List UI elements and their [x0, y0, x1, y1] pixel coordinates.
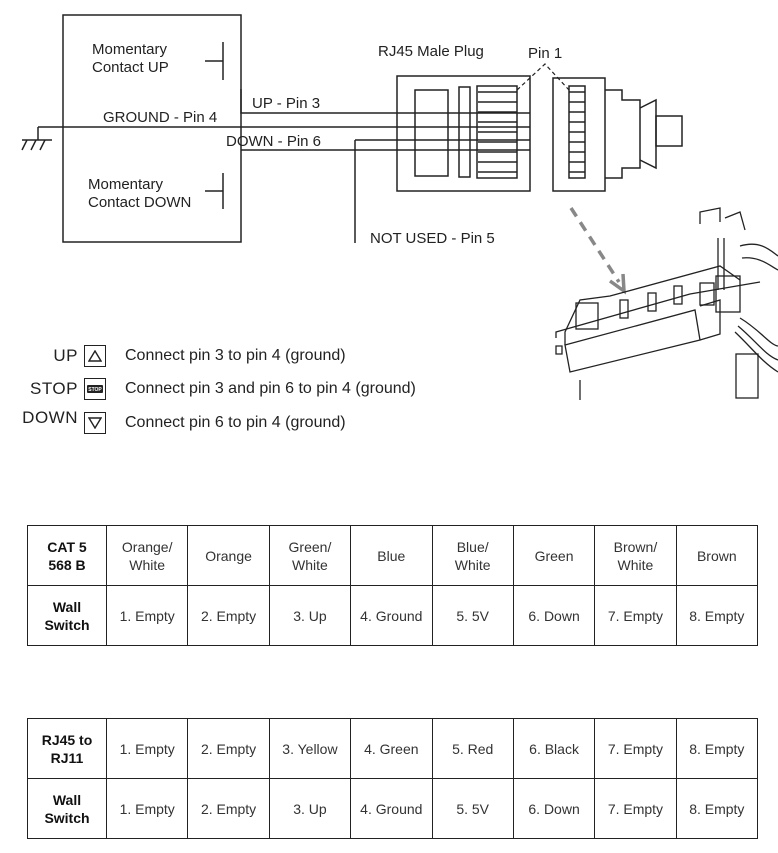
- table-cell: 7. Empty: [594, 718, 677, 779]
- table-cell: 1. Empty: [105, 585, 189, 646]
- table-cell: Orange: [187, 525, 270, 586]
- table-cell: 5. 5V: [431, 778, 514, 839]
- table-cell: Blue: [350, 525, 433, 586]
- table-cell: 4. Ground: [350, 585, 433, 646]
- plug-label: RJ45 Male Plug: [378, 43, 484, 60]
- table-cell: Blue/White: [431, 525, 514, 586]
- table-cell: 5. 5V: [431, 585, 514, 646]
- up-wire: [240, 89, 530, 114]
- table-cell: 7. Empty: [594, 585, 677, 646]
- rj45-plug-front: [396, 75, 531, 192]
- table-cell: 8. Empty: [675, 718, 759, 779]
- switch-enclosure: [62, 14, 242, 243]
- table-cell: 7. Empty: [594, 778, 677, 839]
- ground-symbol: [21, 127, 52, 151]
- rj45-plug-side: [552, 77, 683, 192]
- stop-icon: STOP: [84, 378, 106, 400]
- svg-text:Contact DOWN: Contact DOWN: [88, 194, 191, 211]
- svg-text:Contact UP: Contact UP: [92, 59, 169, 76]
- table-cell: 3. Up: [268, 585, 352, 646]
- up-triangle-icon: [84, 345, 106, 367]
- table-cell: 8. Empty: [675, 585, 759, 646]
- table-cell: Green: [512, 525, 596, 586]
- legend-up-text: Connect pin 3 to pin 4 (ground): [125, 347, 346, 364]
- wiring-diagram: Momentary Contact UP Momentary Contact D…: [21, 14, 778, 400]
- table-cell: Green/White: [268, 525, 352, 586]
- table-cell: 2. Empty: [187, 718, 270, 779]
- not-used-wire-label: NOT USED - Pin 5: [370, 230, 495, 247]
- table-cell: 6. Down: [512, 778, 596, 839]
- table-cell: 4. Green: [350, 718, 433, 779]
- ground-wire-label: GROUND - Pin 4: [103, 109, 217, 126]
- svg-text:STOP: STOP: [88, 387, 102, 393]
- up-wire-label: UP - Pin 3: [252, 95, 320, 112]
- table-cell: 5. Red: [431, 718, 514, 779]
- location-arrow: [569, 207, 626, 295]
- table-cell: 6. Black: [512, 718, 596, 779]
- table-cell: 3. Up: [268, 778, 352, 839]
- switch-board-illustration: [555, 207, 778, 400]
- switch-up-label: Momentary: [92, 41, 168, 58]
- table-cell: 2. Empty: [187, 585, 270, 646]
- table-cell: Orange/White: [105, 525, 189, 586]
- legend-stop-text: Connect pin 3 and pin 6 to pin 4 (ground…: [125, 380, 416, 397]
- legend-stop-name: STOP: [30, 379, 78, 398]
- table-cell: 3. Yellow: [268, 718, 352, 779]
- legend-down-text: Connect pin 6 to pin 4 (ground): [125, 414, 346, 431]
- table-cell: 4. Ground: [350, 778, 433, 839]
- table-cell: Brown: [675, 525, 759, 586]
- table-cell: 8. Empty: [675, 778, 759, 839]
- down-triangle-icon: [84, 412, 106, 434]
- table-cell: 6. Down: [512, 585, 596, 646]
- legend-up-name: UP: [53, 346, 78, 365]
- switch-down-label: Momentary: [88, 176, 164, 193]
- down-wire-label: DOWN - Pin 6: [226, 133, 321, 150]
- table-cell: 1. Empty: [105, 778, 189, 839]
- pin1-label: Pin 1: [528, 45, 562, 62]
- pin1-pointer: [516, 63, 570, 91]
- table-cell: Brown/White: [594, 525, 677, 586]
- table-cell: 2. Empty: [187, 778, 270, 839]
- legend-down-name: DOWN: [22, 408, 78, 427]
- table-cell: 1. Empty: [105, 718, 189, 779]
